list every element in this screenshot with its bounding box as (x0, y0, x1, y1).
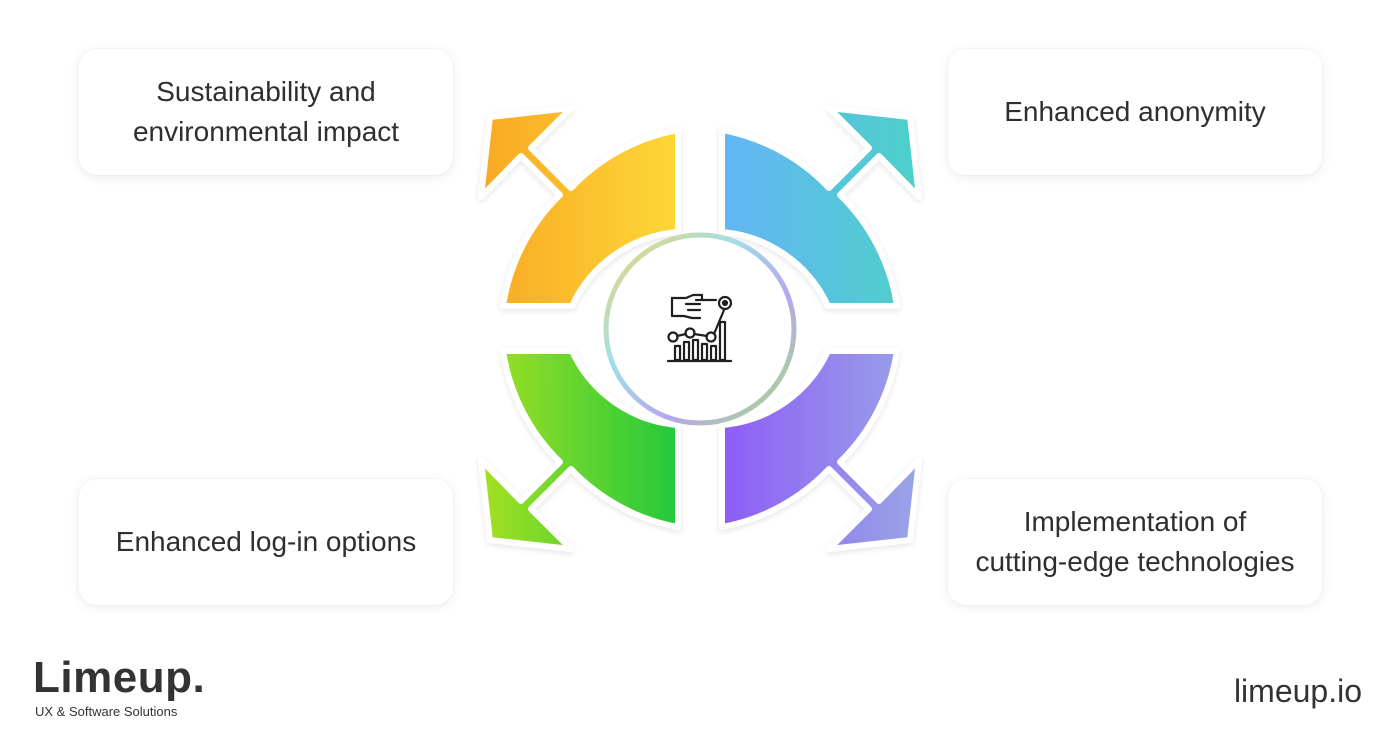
card-cutting-edge: Implementation of cutting-edge technolog… (948, 479, 1322, 605)
arrow-bottom-right (719, 348, 922, 552)
arrow-bottom-left (478, 348, 681, 552)
brand-tagline: UX & Software Solutions (35, 704, 178, 719)
card-login-options: Enhanced log-in options (79, 479, 453, 605)
card-sustainability: Sustainability and environmental impact (79, 49, 453, 175)
brand-name: Limeup. (33, 653, 206, 702)
arrow-top-left (478, 105, 681, 309)
card-label: Enhanced anonymity (1004, 96, 1266, 127)
website-label: limeup.io (1233, 673, 1362, 709)
brand-logo: Limeup. UX & Software Solutions (33, 652, 205, 720)
arrow-top-right (719, 105, 922, 309)
card-label: Sustainability and environmental impact (132, 76, 400, 147)
card-anonymity: Enhanced anonymity (948, 49, 1322, 175)
hand-pointing-chart-icon (666, 293, 733, 363)
card-label: Enhanced log-in options (115, 526, 417, 557)
center-circle (603, 232, 797, 426)
card-label: Implementation of cutting-edge technolog… (975, 506, 1295, 577)
